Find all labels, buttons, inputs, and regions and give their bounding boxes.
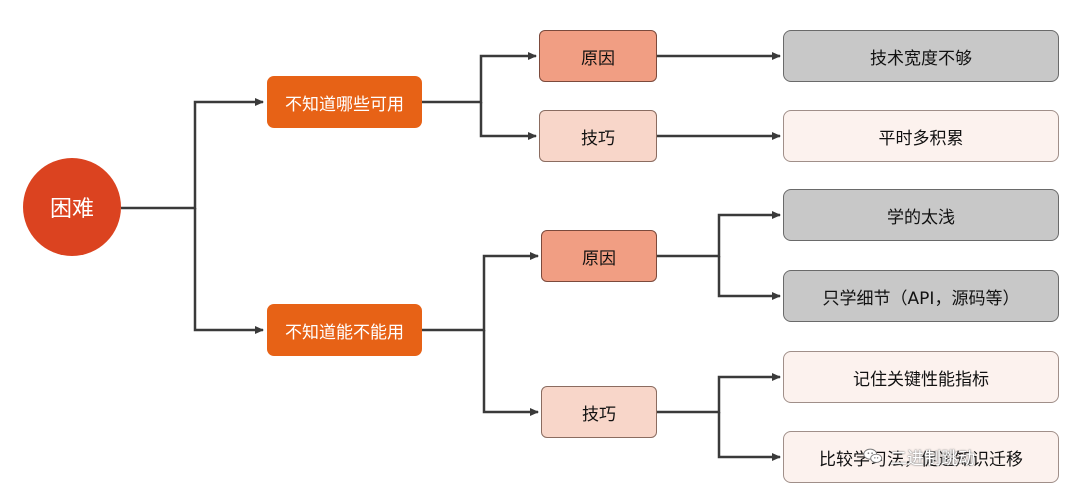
edge-cause2-leaf-2 — [717, 256, 781, 300]
edge-tip2-leaf-2 — [717, 412, 781, 461]
cause-1-label: 原因 — [581, 48, 615, 69]
tip-node-2: 技巧 — [541, 386, 657, 438]
leaf-label: 记住关键性能指标 — [853, 369, 989, 390]
tip-2-label: 技巧 — [582, 404, 616, 425]
leaf-label: 平时多积累 — [878, 128, 964, 149]
leaf-node: 比较学习法，促进知识迁移 — [783, 431, 1059, 483]
leaf-node: 技术宽度不够 — [783, 30, 1059, 82]
edge-branch2-tip — [482, 330, 539, 416]
edge-tip2-leaf-1 — [657, 373, 781, 414]
leaf-label: 技术宽度不够 — [870, 48, 972, 69]
cause-2-label: 原因 — [582, 248, 616, 269]
leaf-node: 平时多积累 — [783, 110, 1059, 162]
branch-2-label: 不知道能不能用 — [285, 322, 404, 343]
watermark: 二进制跳动 — [862, 443, 975, 469]
edge-branch2-cause — [422, 252, 539, 332]
leaf-node: 只学细节（API，源码等） — [783, 270, 1059, 322]
leaf-node: 学的太浅 — [783, 189, 1059, 241]
edge-branch1-cause — [422, 52, 537, 104]
edge-cause2-leaf-1 — [657, 211, 781, 258]
edge-branch1-tip — [479, 102, 537, 140]
cause-node-1: 原因 — [539, 30, 657, 82]
edge-root-branch-2 — [193, 208, 264, 334]
root-node: 困难 — [23, 158, 121, 256]
cause-node-2: 原因 — [541, 230, 657, 282]
branch-node-1: 不知道哪些可用 — [267, 76, 422, 128]
root-label: 困难 — [49, 197, 94, 222]
branch-node-2: 不知道能不能用 — [267, 304, 422, 356]
leaf-label: 只学细节（API，源码等） — [822, 288, 1020, 309]
edge-root-branch-1 — [121, 98, 264, 210]
leaf-node: 记住关键性能指标 — [783, 351, 1059, 403]
wechat-icon — [863, 448, 883, 463]
branch-1-label: 不知道哪些可用 — [285, 94, 404, 115]
watermark-text: 二进制跳动 — [890, 448, 975, 469]
tip-1-label: 技巧 — [581, 128, 615, 149]
tip-node-1: 技巧 — [539, 110, 657, 162]
leaf-label: 学的太浅 — [887, 207, 955, 228]
